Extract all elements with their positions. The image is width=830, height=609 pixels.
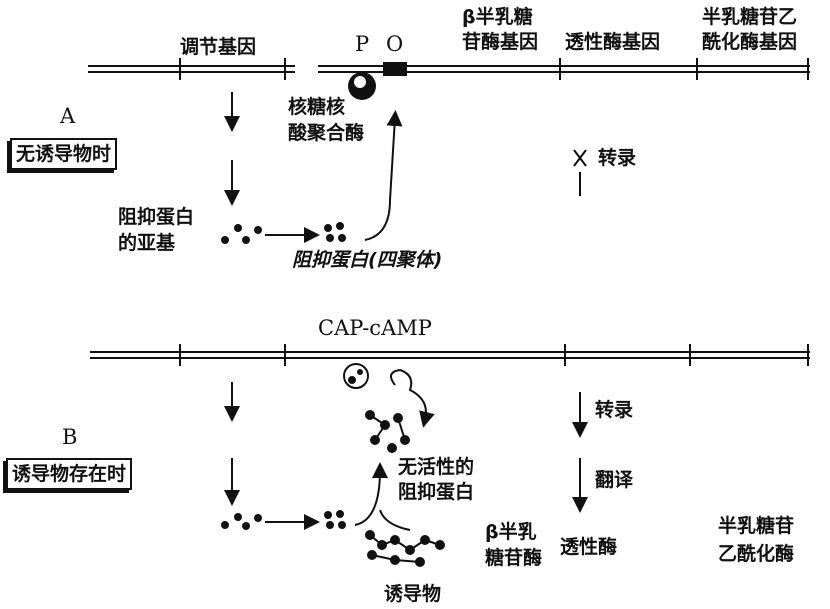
subunit-label: 阻抑蛋白: [118, 206, 195, 228]
subunit-label-2: 的亚基: [118, 232, 176, 254]
acetylase-product: 半乳糖苷: [718, 515, 795, 537]
beta-gal-product-2: 糖苷酶: [485, 547, 543, 569]
rna-polymerase-icon: [348, 72, 376, 100]
panel-a-letter: A: [60, 104, 76, 128]
inactive-repressor-label-2: 阻抑蛋白: [398, 481, 475, 503]
repressor-on-operator-icon: [383, 62, 407, 76]
panel-b-condition: 诱导物存在时: [6, 458, 133, 490]
regulator-gene-label: 调节基因: [180, 36, 257, 58]
block-x-icon: [573, 149, 587, 167]
polymerase-label-2: 酸聚合酶: [288, 122, 365, 144]
dna-strand-a: [88, 58, 810, 80]
beta-gal-gene-label-2: 苷酶基因: [462, 31, 539, 53]
permease-product: 透性酶: [560, 536, 618, 558]
arrow-release: [390, 368, 435, 428]
operator-label: O: [386, 32, 404, 56]
polymerase-label: 核糖核: [288, 96, 346, 118]
acetylase-gene-label-2: 酰化酶基因: [702, 31, 798, 53]
inducer-label: 诱导物: [384, 583, 442, 605]
tetramer-label: 阻抑蛋白(四聚体): [292, 249, 443, 271]
inactive-repressor-cluster: [365, 410, 410, 453]
acetylase-product-2: 乙酰化酶: [718, 543, 795, 565]
arrow-to-operator: [364, 110, 403, 241]
dna-strand-b: [90, 344, 810, 366]
cap-camp-label: CAP-cAMP: [318, 316, 432, 340]
promoter-label: P: [355, 32, 370, 56]
blocked-transcription-label: 转录: [598, 147, 637, 169]
acetylase-gene-label: 半乳糖苷乙: [702, 6, 798, 28]
transcription-label: 转录: [595, 399, 634, 421]
permease-gene-label: 透性酶基因: [565, 31, 661, 53]
cap-camp-icon: [343, 363, 369, 389]
panel-a-condition: 无诱导物时: [10, 138, 118, 170]
inducer-cluster: [365, 530, 445, 567]
translation-label: 翻译: [595, 469, 634, 491]
beta-gal-gene-label: β半乳糖: [462, 6, 533, 28]
repressor-subunits: [221, 222, 346, 530]
inactive-repressor-label: 无活性的: [398, 456, 475, 478]
arrow-up: [354, 462, 388, 526]
panel-b-letter: B: [62, 425, 78, 449]
beta-gal-product: β半乳: [485, 521, 537, 543]
